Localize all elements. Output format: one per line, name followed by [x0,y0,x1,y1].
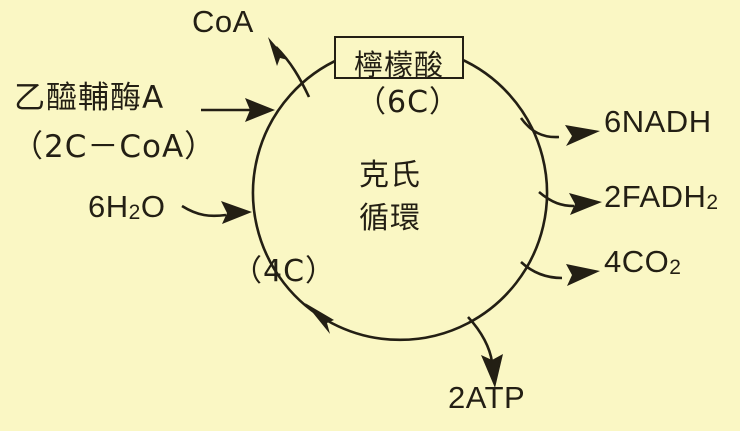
water-input-label: 6H2O [88,189,166,224]
fadh2-label-subscript: 2 [706,191,719,214]
co2-output-label: 4CO2 [604,244,682,279]
co2-label-main: 4CO [604,244,670,279]
four-carbon-node-label: （4C） [232,254,337,289]
arrow-water [181,201,252,224]
arrow-fadh2 [538,191,602,215]
water-label-subscript: 2 [128,201,141,224]
arrow-co2 [520,261,600,286]
cycle-direction-arrowhead [305,303,334,334]
arrow-nadh [519,117,600,146]
water-label-tail: O [140,189,166,224]
nadh-output-label: 6NADH [604,104,712,139]
citrate-carbon-label: （6C） [356,85,461,120]
cycle-name-line1: 克氏 [359,158,421,193]
arrow-coa [268,37,311,98]
water-label-main: 6H [88,189,129,224]
arrow-atp [467,316,503,388]
acetyl-coa-formula-label: （2C－CoA） [12,129,217,165]
citrate-node-box: 檸檬酸 [334,36,464,82]
co2-label-subscript: 2 [669,256,682,279]
acetyl-coa-label: 乙醯輔酶A [14,80,165,116]
fadh2-output-label: 2FADH2 [604,179,719,214]
arrow-acetyl-coa [201,98,275,122]
atp-output-label: 2ATP [448,380,526,415]
citrate-label: 檸檬酸 [353,48,444,82]
cycle-name-line2: 循環 [359,201,421,236]
cycle-circle-arc [251,56,549,342]
fadh2-label-main: 2FADH [604,179,707,214]
coa-output-label: CoA [192,4,254,39]
